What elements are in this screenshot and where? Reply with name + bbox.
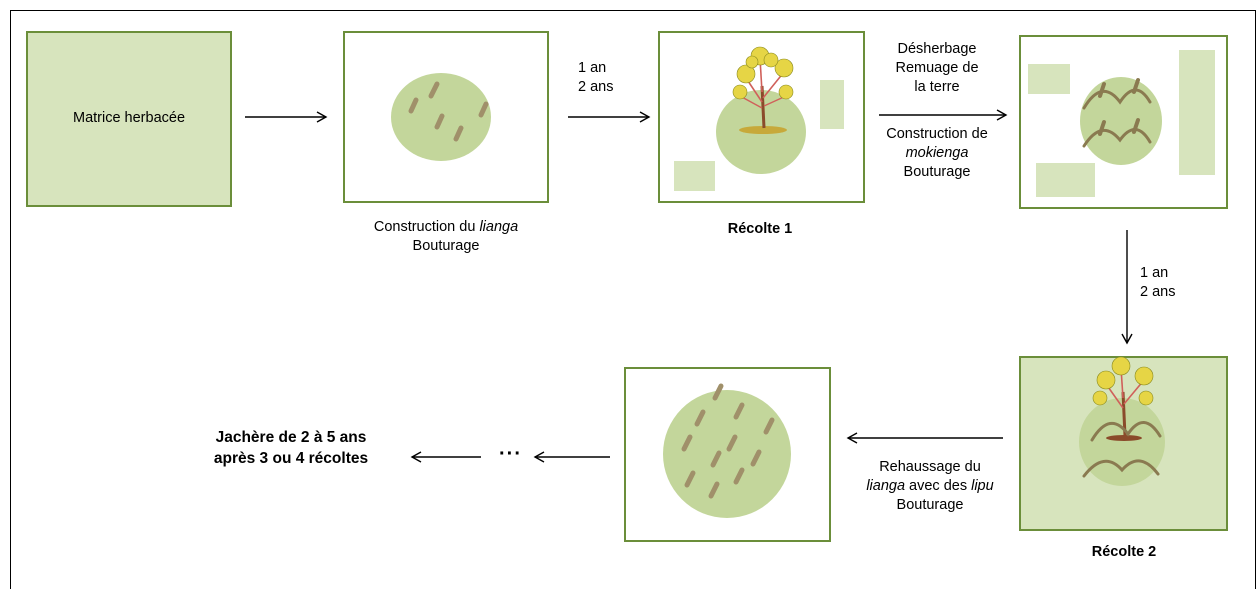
lianga-mound xyxy=(663,390,791,518)
diagram-frame xyxy=(10,10,1256,589)
tree-icon xyxy=(732,46,794,134)
lianga-mound xyxy=(1080,77,1162,165)
cutting-icon xyxy=(408,81,489,142)
lianga-mound xyxy=(1079,398,1165,486)
tree-icon xyxy=(1092,356,1154,441)
matrice-herbacee-box xyxy=(26,31,232,207)
patch xyxy=(820,80,844,129)
patch xyxy=(1028,64,1070,94)
step1-label: Construction du lianga Bouturage xyxy=(373,219,519,254)
patch xyxy=(674,161,715,191)
patch xyxy=(1036,163,1095,197)
mound-icon xyxy=(1082,421,1162,478)
matrice-herbacee-label: Matrice herbacée xyxy=(72,110,186,126)
recolte1-label: Récolte 1 xyxy=(727,221,793,237)
ellipsis: ··· xyxy=(499,443,522,465)
cutting-icon xyxy=(1098,78,1140,136)
patch xyxy=(1179,50,1215,175)
time-label-a: 1 an 2 ans xyxy=(578,60,614,95)
mound-icon xyxy=(1082,88,1152,148)
recolte2-label: Récolte 2 xyxy=(1091,544,1157,560)
cutting-icon xyxy=(681,383,775,499)
step3-label: Rehaussage du lianga avec des lipu Boutu… xyxy=(866,459,994,513)
step2-label-bottom: Construction de mokienga Bouturage xyxy=(886,126,988,180)
step2-label-top: Désherbage Remuage de la terre xyxy=(895,41,979,95)
jachere-label: Jachère de 2 à 5 ans après 3 ou 4 récolt… xyxy=(213,429,369,467)
time-label-b: 1 an 2 ans xyxy=(1140,265,1176,300)
